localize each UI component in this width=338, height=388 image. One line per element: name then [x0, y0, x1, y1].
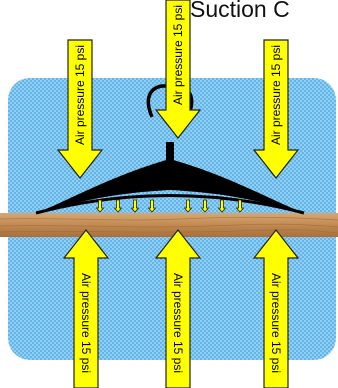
inner-arrow-3 [130, 199, 140, 213]
pressure-arrow-top-1-shape [56, 39, 104, 179]
diagram-title: Suction C [190, 0, 290, 22]
inner-arrow-4 [147, 199, 157, 213]
pressure-arrow-top-1-label: Air pressure 15 psi [73, 45, 87, 145]
pressure-arrow-top-3: Air pressure 15 psi [252, 39, 300, 179]
pressure-arrow-bottom-1: Air pressure 15 psi [62, 229, 110, 388]
pressure-arrow-top-3-shape [252, 39, 300, 179]
pressure-arrow-bottom-3-label: Air pressure 15 psi [269, 273, 283, 373]
pressure-arrow-bottom-3: Air pressure 15 psi [252, 229, 300, 388]
suction-cup-inner [35, 194, 305, 215]
wood-grain [0, 216, 338, 234]
pressure-arrow-top-3-label: Air pressure 15 psi [269, 45, 283, 145]
pressure-arrow-top-2: Air pressure 15 psi [154, 0, 202, 139]
wood-surface [0, 213, 338, 237]
pressure-arrow-bottom-2: Air pressure 15 psi [154, 229, 202, 388]
inner-pressure-arrows [95, 199, 245, 213]
inner-arrow-5 [183, 199, 193, 213]
pressure-arrow-bottom-1-label: Air pressure 15 psi [79, 273, 93, 373]
inner-arrow-2 [113, 199, 123, 213]
suction-cup [36, 159, 304, 213]
inner-arrow-1 [95, 199, 105, 213]
pressure-arrow-top-1: Air pressure 15 psi [56, 39, 104, 179]
pressure-arrow-top-2-shape [154, 0, 202, 139]
pressure-arrow-top-2-label: Air pressure 15 psi [171, 5, 185, 105]
inner-arrow-8 [235, 199, 245, 213]
pressure-arrow-bottom-3-shape [252, 229, 300, 388]
inner-arrow-6 [200, 199, 210, 213]
suction-cup-stem [166, 142, 174, 162]
pressure-arrow-bottom-2-label: Air pressure 15 psi [171, 273, 185, 373]
pressure-arrow-bottom-2-shape [154, 229, 202, 388]
pressure-arrow-bottom-1-shape [62, 229, 110, 388]
inner-arrow-7 [217, 199, 227, 213]
